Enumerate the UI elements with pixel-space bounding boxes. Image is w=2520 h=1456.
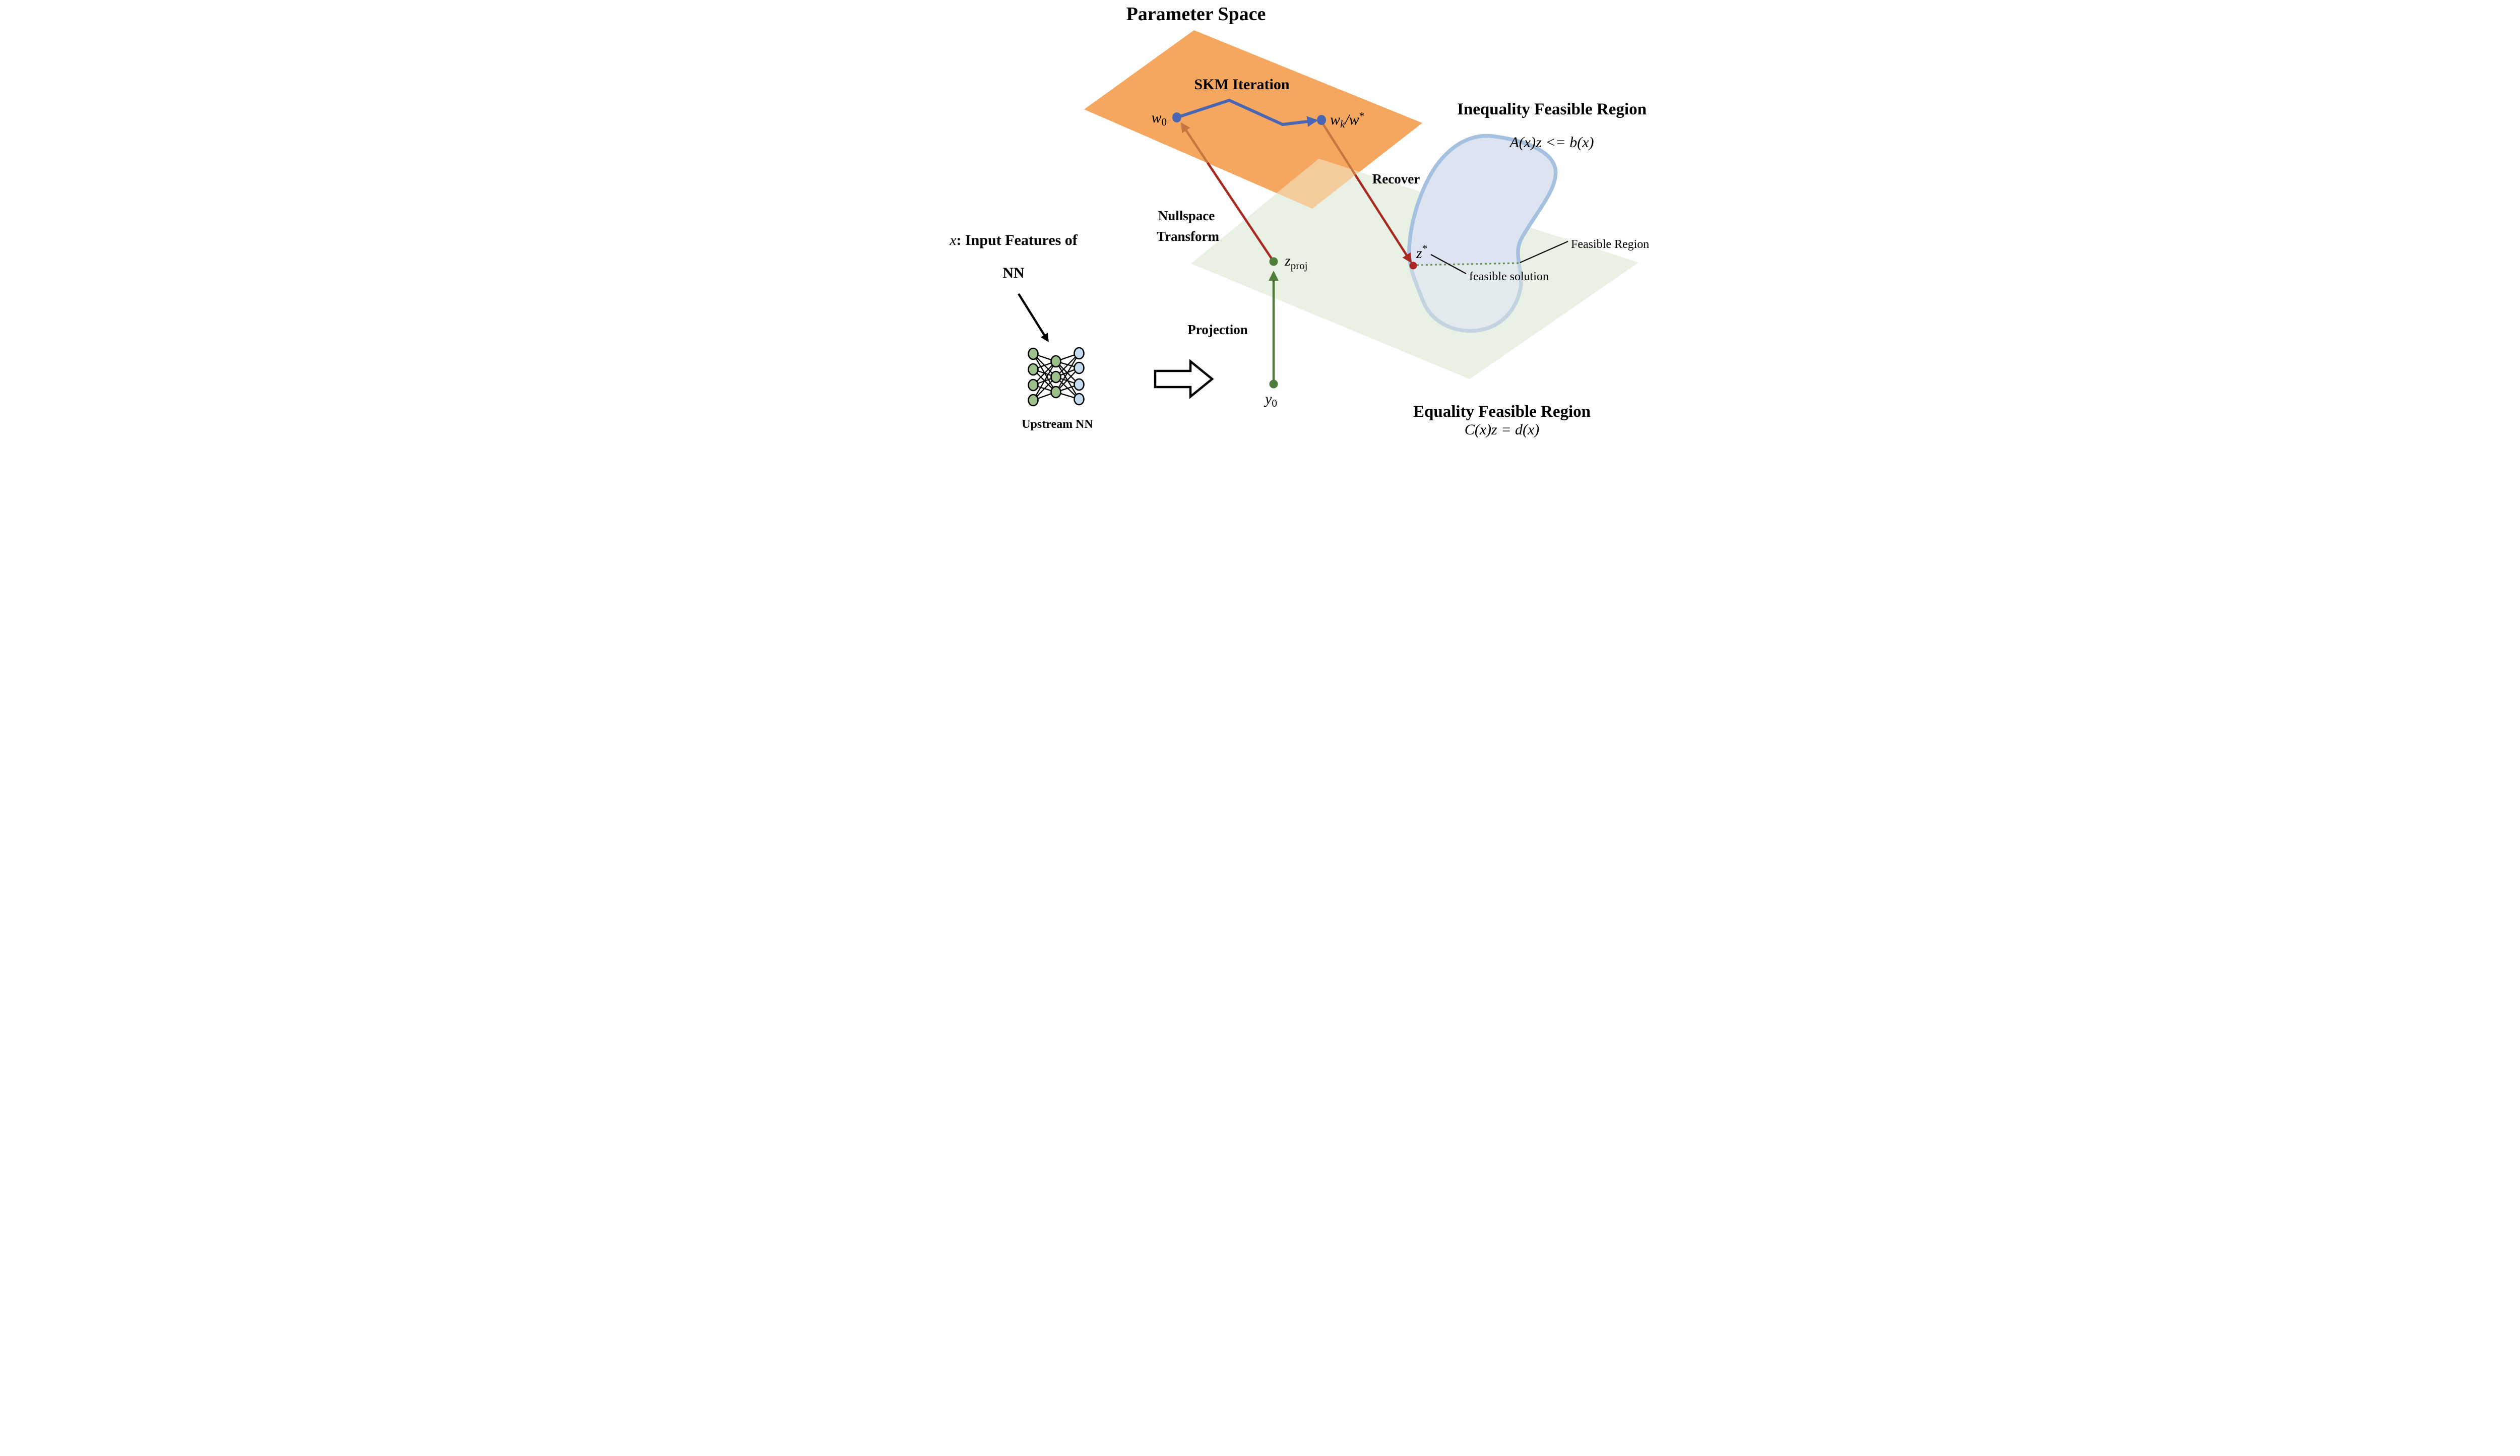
recover-arrow-orange-segment [1319,119,1356,176]
equality-formula: C(x)z = d(x) [1464,421,1539,438]
zstar-point [1409,262,1417,270]
wk-label: wk/w* [1330,110,1364,130]
w0-point [1172,112,1181,122]
y0-label: y0 [1264,391,1277,409]
w0-label: w0 [1151,109,1167,128]
upstream-nn-input-nodes [1027,347,1039,407]
zproj-label: zproj [1284,252,1308,272]
nullspace-arrow-orange-segment [1180,122,1209,164]
zproj-point [1269,257,1278,266]
parameter-space-plane [1084,30,1422,209]
upstream-nn-label: Upstream NN [1022,418,1093,431]
input-arrow [1017,293,1049,342]
input-features-label-line2: NN [1002,265,1025,281]
wk-point [1316,115,1326,125]
nullspace-label-line2: Transform [1157,229,1219,244]
feasible-region-dotted-line [1416,262,1519,266]
feasible-region-label: Feasible Region [1571,238,1649,251]
feasible-region-pointer-line [1520,240,1568,264]
inequality-title: Inequality Feasible Region [1457,100,1647,118]
diagram-svg: Parameter Space SKM Iteration w0 wk/w* N… [949,4,1649,438]
recover-arrow-green-segment [1354,174,1412,264]
upstream-nn-output-nodes [1073,347,1085,406]
zstar-label: z* [1416,242,1427,262]
input-features-label-line1: x: Input Features of [949,232,1078,248]
block-arrow-icon [1154,359,1214,399]
inequality-blob-lower [1407,261,1557,333]
inequality-formula: A(x)z <= b(x) [1508,134,1594,151]
skm-iteration-label: SKM Iteration [1194,76,1289,93]
nullspace-label-line1: Nullspace [1158,208,1215,223]
skm-iteration-path [1176,98,1318,127]
parameter-space-title: Parameter Space [1126,4,1266,25]
recover-label: Recover [1372,171,1419,186]
plane-overlap-region [1276,159,1359,209]
projection-label: Projection [1187,322,1247,337]
nullspace-arrow-lower-segment [1206,162,1275,263]
figure-canvas: Parameter Space SKM Iteration w0 wk/w* N… [870,0,1650,438]
feasible-solution-label: feasible solution [1469,270,1549,283]
equality-title: Equality Feasible Region [1413,403,1590,421]
upstream-nn-hidden-nodes [1050,355,1061,399]
y0-point [1269,379,1278,389]
feasible-solution-pointer-line [1430,254,1467,274]
inequality-blob-upper [1407,134,1557,267]
